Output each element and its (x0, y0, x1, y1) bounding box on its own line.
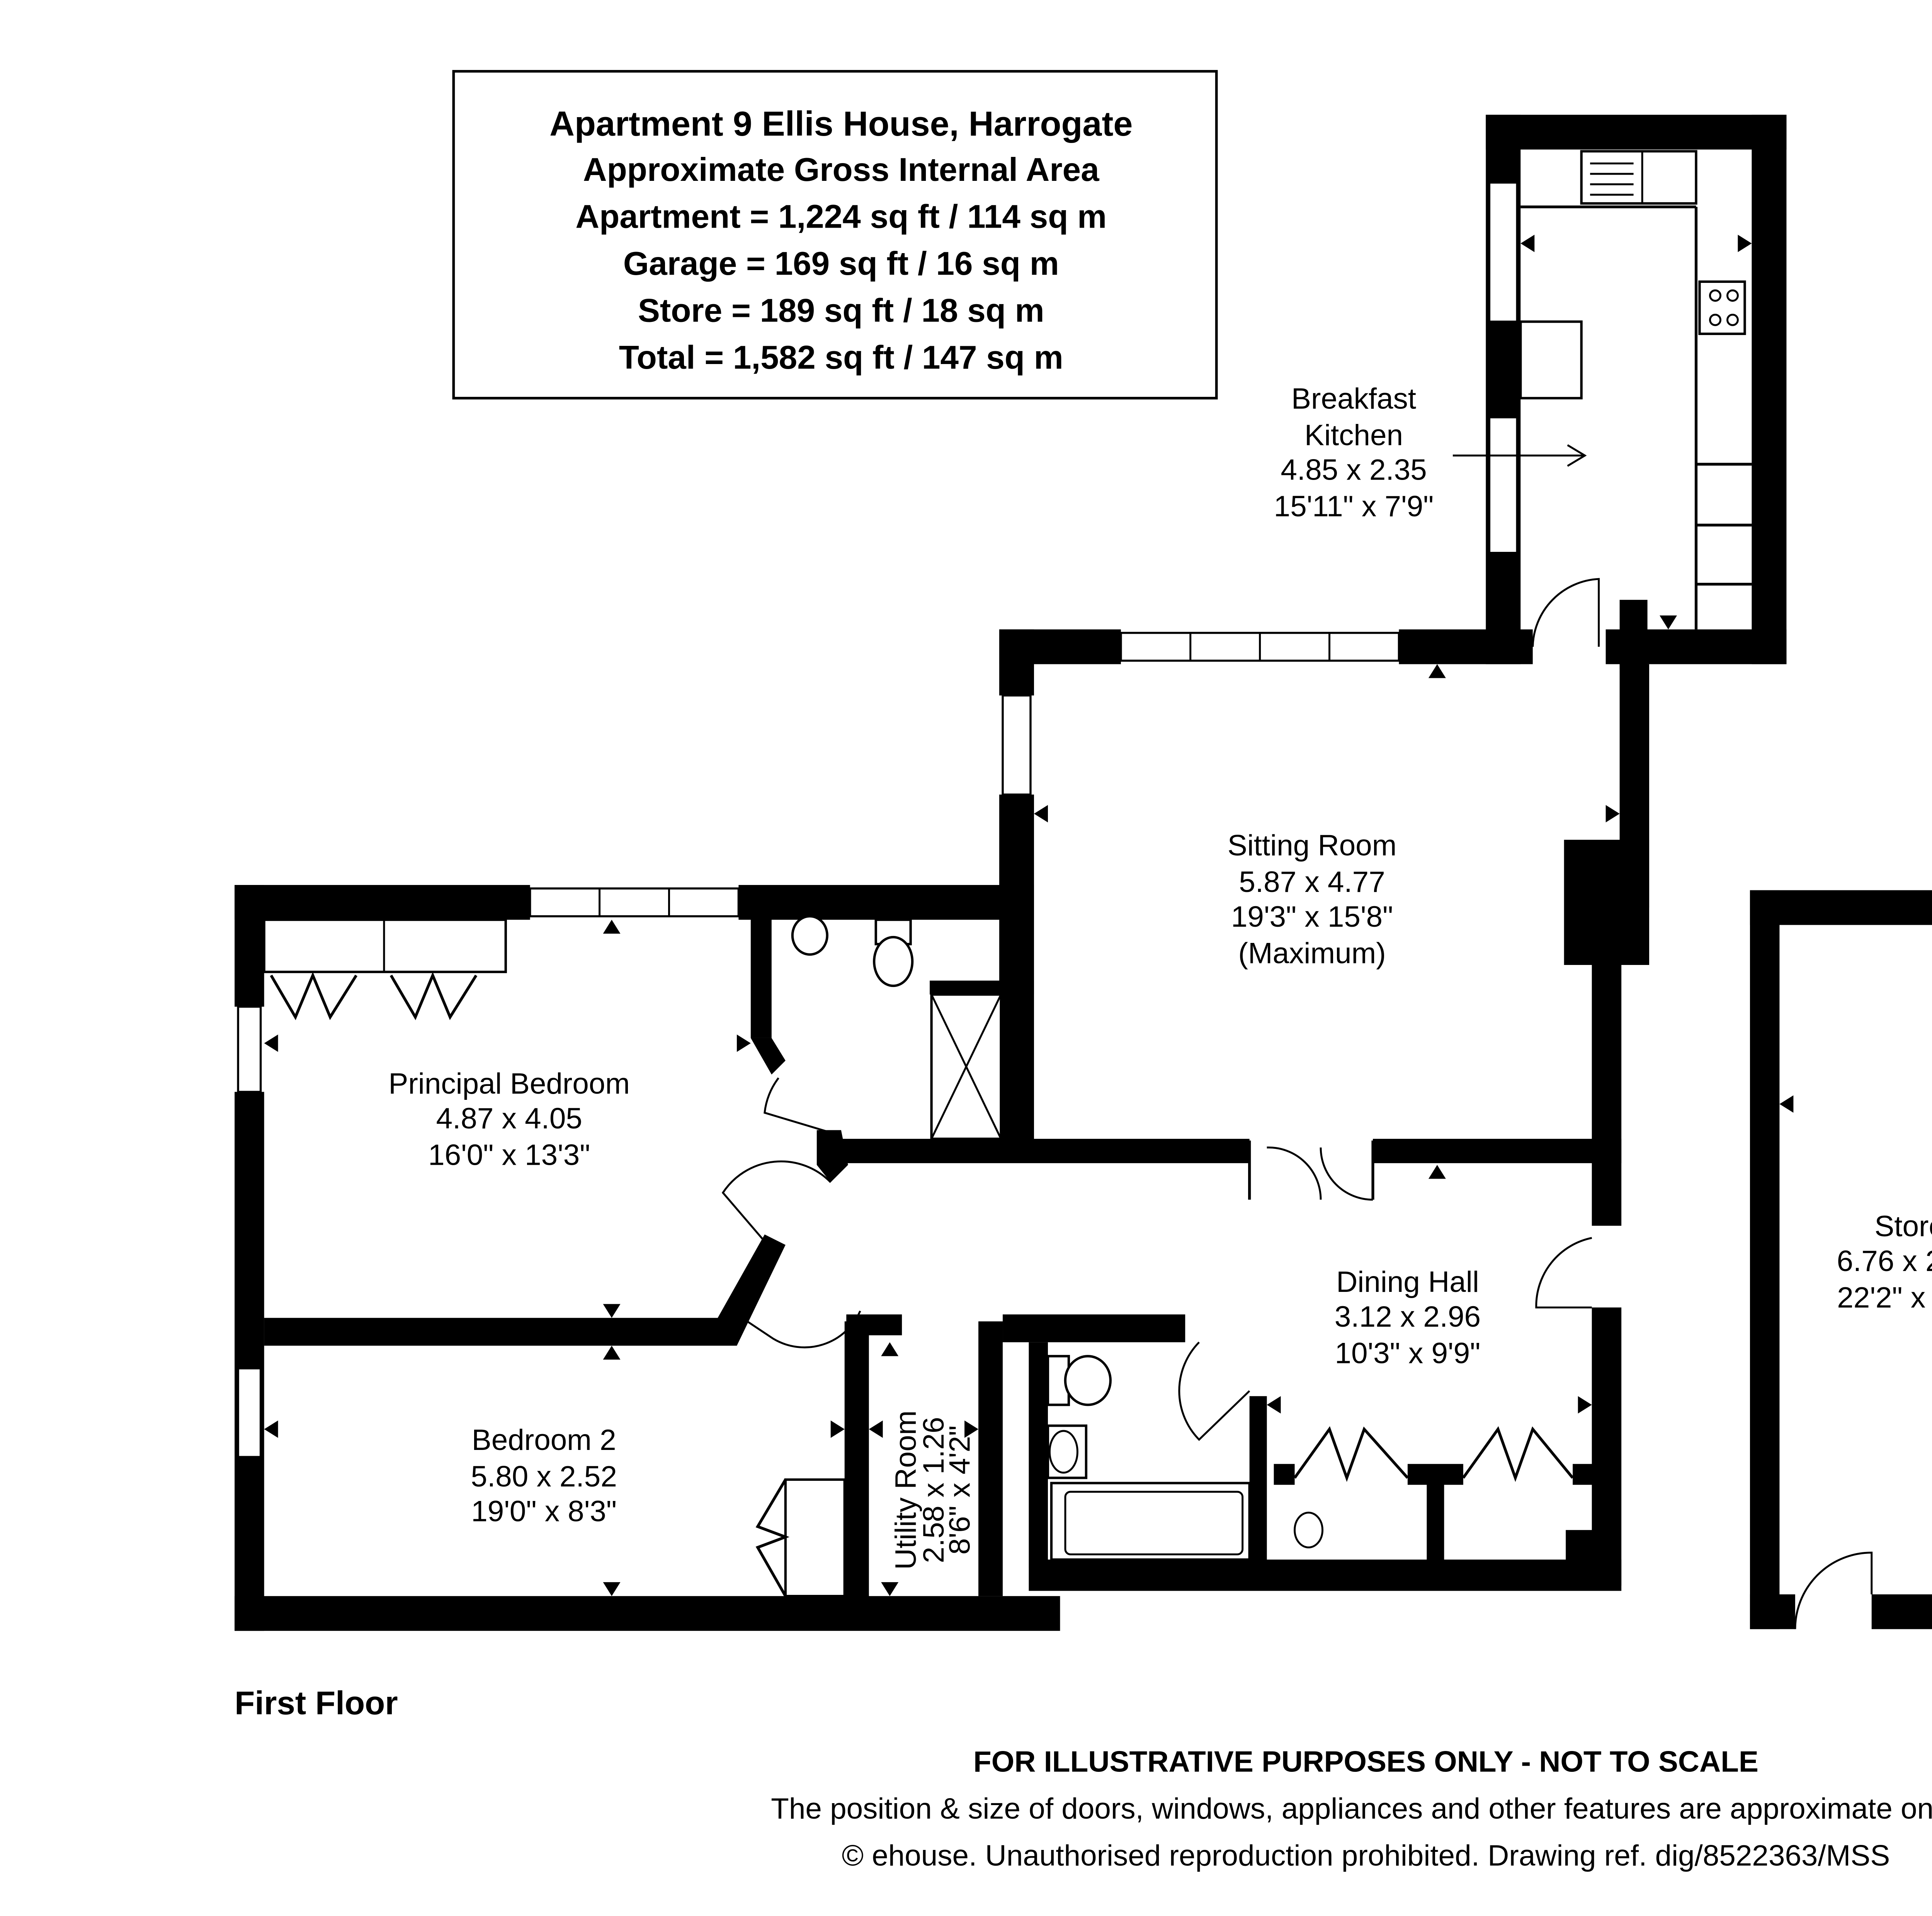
svg-text:5.80 x 2.52: 5.80 x 2.52 (471, 1460, 617, 1493)
svg-text:Store: Store (1874, 1210, 1932, 1243)
store-walls (1750, 890, 1932, 1629)
bedroom-fixtures (263, 915, 1034, 1598)
svg-text:(Maximum): (Maximum) (1238, 937, 1386, 970)
room-label-store: Store 6.76 x 2.60 22'2" x 8'6" (1837, 1210, 1932, 1314)
svg-text:19'0" x 8'3": 19'0" x 8'3" (471, 1495, 617, 1528)
svg-text:Kitchen: Kitchen (1304, 419, 1403, 452)
svg-text:Principal Bedroom: Principal Bedroom (388, 1067, 630, 1100)
disclaimer: FOR ILLUSTRATIVE PURPOSES ONLY - NOT TO … (973, 1746, 1759, 1778)
svg-text:Utility Room: Utility Room (889, 1411, 922, 1570)
svg-text:6.76 x 2.60: 6.76 x 2.60 (1837, 1245, 1932, 1278)
svg-text:15'11" x 7'9": 15'11" x 7'9" (1274, 490, 1434, 523)
area-apartment: Apartment = 1,224 sq ft / 114 sq m (575, 198, 1107, 235)
room-label-sitting-room: Sitting Room 5.87 x 4.77 19'3" x 15'8" (… (1228, 829, 1397, 970)
area-garage: Garage = 169 sq ft / 16 sq m (623, 245, 1059, 282)
svg-text:2.58 x 1.26: 2.58 x 1.26 (917, 1417, 950, 1563)
svg-text:3.12 x 2.96: 3.12 x 2.96 (1335, 1300, 1481, 1333)
svg-text:4.85 x 2.35: 4.85 x 2.35 (1281, 454, 1427, 487)
hob-icon (1698, 280, 1746, 335)
approximate-note: The position & size of doors, windows, a… (771, 1792, 1932, 1825)
area-store: Store = 189 sq ft / 18 sq m (638, 292, 1044, 329)
svg-text:8'6" x 4'2": 8'6" x 4'2" (944, 1426, 976, 1555)
area-summary-box: Apartment 9 Ellis House, Harrogate Appro… (452, 70, 1218, 400)
room-label-kitchen: Breakfast Kitchen 4.85 x 2.35 15'11" x 7… (1274, 382, 1434, 523)
kitchen-fixtures (1452, 150, 1752, 647)
copyright-note: © ehouse. Unauthorised reproduction proh… (842, 1839, 1890, 1872)
svg-text:Breakfast: Breakfast (1291, 382, 1416, 415)
room-label-utility-room: Utility Room 2.58 x 1.26 8'6" x 4'2" (889, 1411, 976, 1570)
room-label-bedroom-2: Bedroom 2 5.80 x 2.52 19'0" x 8'3" (471, 1424, 617, 1528)
room-label-dining-hall: Dining Hall 3.12 x 2.96 10'3" x 9'9" (1335, 1266, 1481, 1370)
floor-label: First Floor (235, 1685, 398, 1722)
bathroom-fixtures (1046, 1140, 1592, 1561)
svg-text:16'0" x 13'3": 16'0" x 13'3" (428, 1138, 590, 1171)
svg-text:22'2" x 8'6": 22'2" x 8'6" (1837, 1281, 1932, 1314)
area-total: Total = 1,582 sq ft / 147 sq m (619, 339, 1063, 376)
svg-text:Bedroom 2: Bedroom 2 (472, 1424, 616, 1457)
svg-text:4.87 x 4.05: 4.87 x 4.05 (436, 1102, 582, 1135)
property-title: Apartment 9 Ellis House, Harrogate (549, 105, 1133, 143)
area-subtitle: Approximate Gross Internal Area (583, 151, 1100, 188)
svg-text:Dining Hall: Dining Hall (1336, 1266, 1479, 1298)
svg-text:10'3" x 9'9": 10'3" x 9'9" (1335, 1337, 1481, 1370)
svg-text:19'3" x 15'8": 19'3" x 15'8" (1231, 900, 1393, 933)
svg-text:5.87 x 4.77: 5.87 x 4.77 (1239, 866, 1385, 898)
dimension-markers (264, 235, 1752, 1596)
room-label-principal-bedroom: Principal Bedroom 4.87 x 4.05 16'0" x 13… (388, 1067, 630, 1171)
windows (237, 181, 1518, 1458)
svg-text:Sitting Room: Sitting Room (1228, 829, 1397, 862)
